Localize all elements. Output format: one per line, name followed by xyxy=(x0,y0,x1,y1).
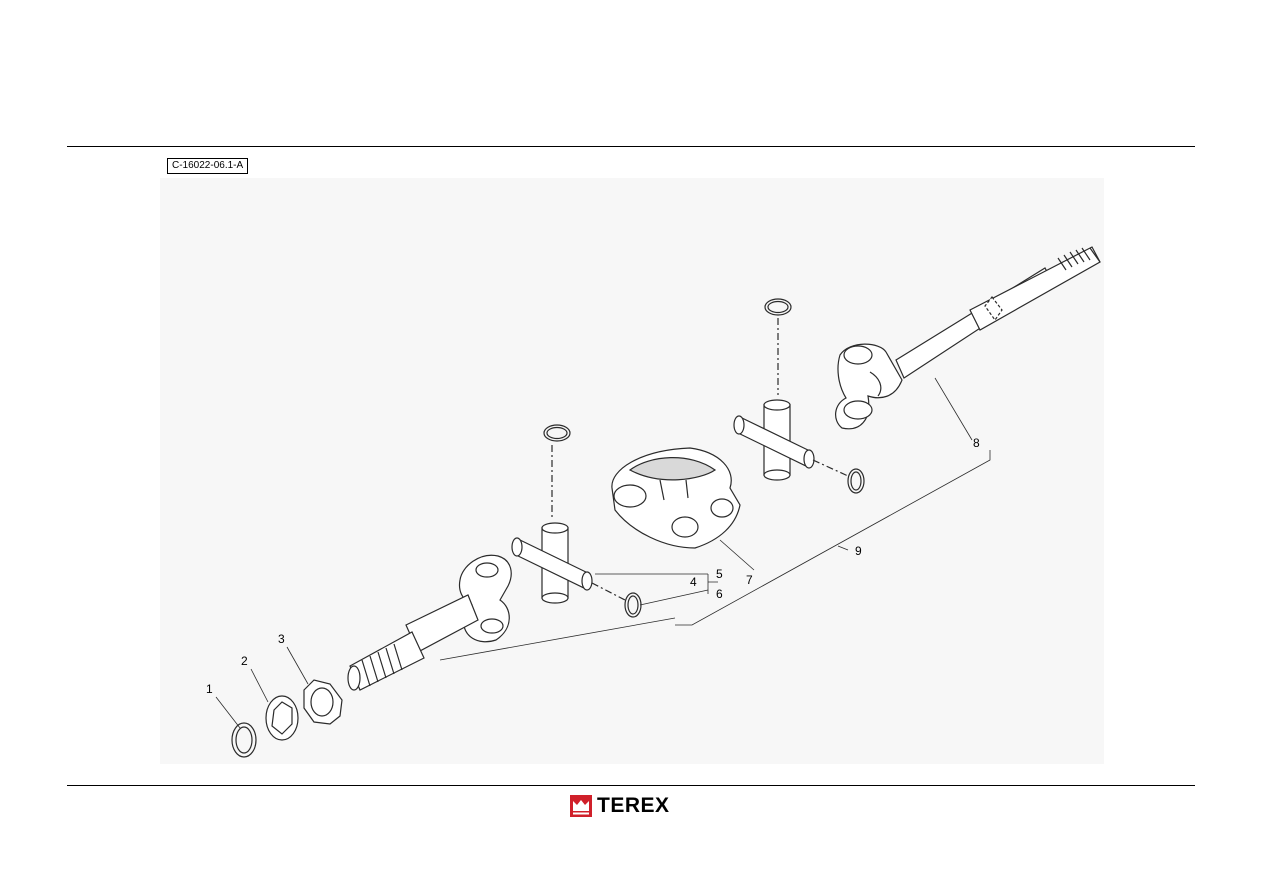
outer-shaft xyxy=(895,246,1101,379)
snap-ring-upper-left xyxy=(543,424,571,442)
header-rule xyxy=(67,146,1195,147)
callout-1: 1 xyxy=(206,682,213,696)
callout-7: 7 xyxy=(746,573,753,587)
snap-ring-upper-right xyxy=(764,298,792,316)
figure-id-label: C-16022-06.1-A xyxy=(167,158,249,174)
callout-9: 9 xyxy=(855,544,862,558)
callout-3: 3 xyxy=(278,632,285,646)
inner-cross-spider xyxy=(511,522,593,604)
lock-plate xyxy=(265,695,299,741)
retaining-ring xyxy=(231,722,257,758)
callout-8: 8 xyxy=(973,436,980,450)
callout-2: 2 xyxy=(241,654,248,668)
toothed-washer xyxy=(303,679,343,725)
callout-4: 4 xyxy=(690,575,697,589)
footer-rule xyxy=(67,785,1195,786)
terex-crown-icon xyxy=(570,795,592,817)
inner-yoke-shaft xyxy=(347,554,512,691)
terex-wordmark: TEREX xyxy=(597,794,670,817)
terex-logo: TEREX xyxy=(570,795,670,817)
snap-ring-right xyxy=(847,468,865,494)
outer-yoke xyxy=(835,343,903,430)
outer-cross-spider xyxy=(733,399,815,481)
callout-6: 6 xyxy=(716,587,723,601)
callout-5: 5 xyxy=(716,567,723,581)
double-joint-coupling xyxy=(611,447,741,549)
